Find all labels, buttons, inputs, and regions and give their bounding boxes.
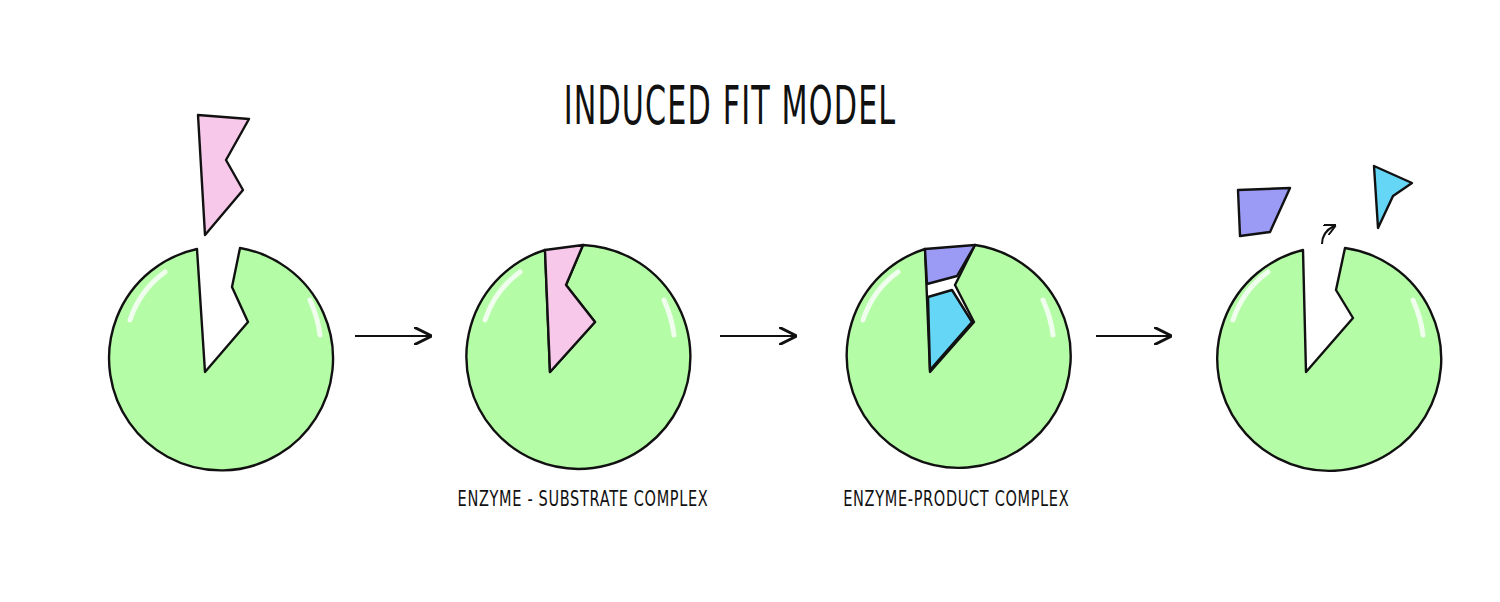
enzyme (1217, 248, 1441, 471)
enzyme (109, 248, 333, 470)
product (1374, 166, 1412, 228)
highlight (310, 300, 320, 335)
title-slot: INDUCED FIT MODEL (433, 74, 1027, 137)
step-arrow (720, 335, 795, 337)
substrate (198, 115, 249, 235)
highlight (1233, 272, 1268, 320)
highlight (130, 272, 165, 320)
highlight (1043, 300, 1053, 335)
label-slot: ENZYME-PRODUCT COMPLEX (785, 486, 1128, 511)
step-arrow (355, 335, 430, 337)
highlight (485, 272, 520, 320)
stage-label: ENZYME - SUBSTRATE COMPLEX (458, 486, 709, 511)
stage-label: ENZYME-PRODUCT COMPLEX (843, 486, 1069, 511)
step-arrow (1096, 335, 1170, 337)
highlight (664, 300, 674, 335)
enzyme (466, 245, 690, 469)
release-arrow (1322, 226, 1334, 244)
product (928, 290, 972, 370)
label-slot: ENZYME - SUBSTRATE COMPLEX (393, 486, 773, 511)
enzyme (847, 245, 1071, 468)
product (925, 245, 975, 284)
highlight (863, 272, 898, 320)
diagram-title: INDUCED FIT MODEL (564, 74, 897, 137)
product (1238, 188, 1290, 236)
highlight (1413, 300, 1423, 335)
substrate (545, 245, 595, 372)
